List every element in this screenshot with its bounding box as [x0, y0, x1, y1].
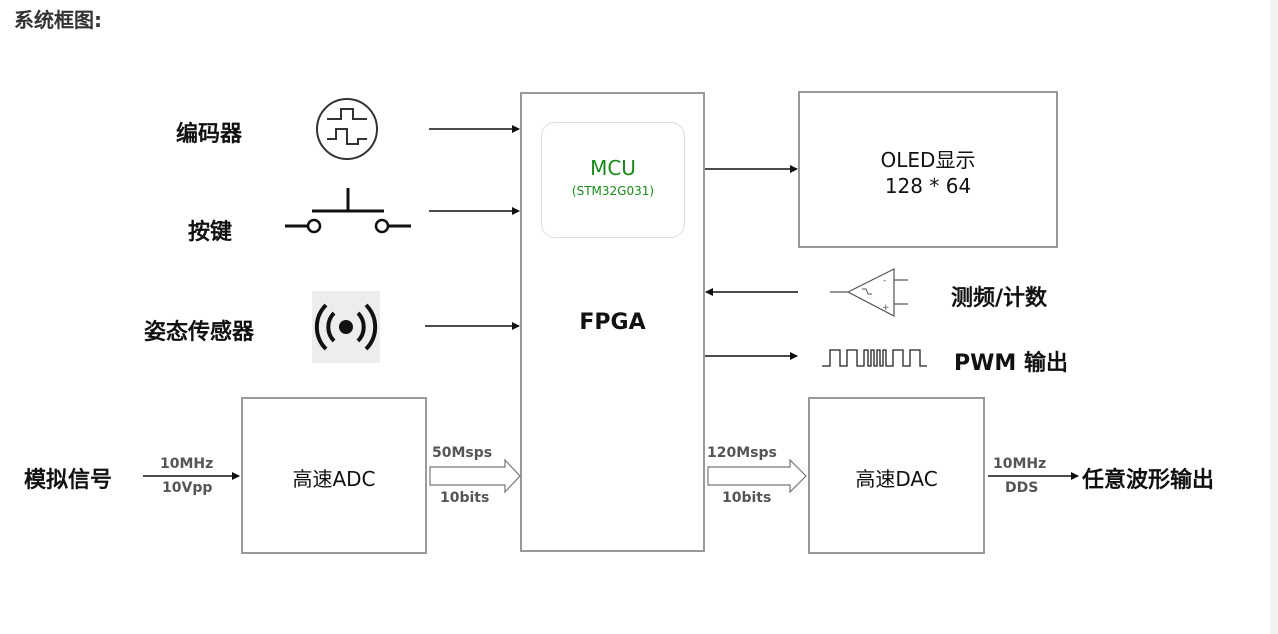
fpga-label: FPGA — [579, 310, 646, 335]
scrollbar[interactable] — [1270, 0, 1278, 634]
adc-box — [241, 397, 427, 554]
oled-line2: 128 * 64 — [884, 174, 972, 198]
svg-text:+: + — [882, 303, 890, 313]
mcu-part: (STM32G031) — [571, 184, 655, 198]
adc-link-top: 50Msps — [432, 445, 493, 461]
mcu-name: MCU — [590, 156, 636, 180]
dac-label: 高速DAC — [855, 467, 938, 491]
page-title: 系统框图: — [14, 8, 102, 32]
svg-text:-: - — [883, 276, 886, 286]
encoder-icon — [316, 98, 378, 160]
button-label: 按键 — [188, 220, 233, 245]
dds-link-bottom: DDS — [1005, 480, 1039, 496]
push-button-icon — [285, 188, 411, 234]
attitude-sensor-label: 姿态传感器 — [144, 320, 255, 345]
dac-link-bottom: 10bits — [722, 490, 772, 506]
arbitrary-output-label: 任意波形输出 — [1082, 468, 1215, 493]
adc-link-bottom: 10bits — [440, 490, 490, 506]
dds-link-top: 10MHz — [993, 456, 1047, 472]
pwm-waveform-icon — [822, 349, 927, 367]
oled-box — [798, 91, 1058, 248]
dac-bus-arrow — [707, 458, 807, 494]
sensor-broadcast-icon — [312, 291, 380, 363]
adc-bus-arrow — [429, 458, 521, 494]
dac-link-top: 120Msps — [707, 445, 777, 461]
mcu-box — [541, 122, 685, 238]
oled-line1: OLED显示 — [880, 148, 976, 172]
adc-label: 高速ADC — [292, 467, 376, 491]
analog-link-top: 10MHz — [160, 456, 214, 472]
dac-box — [808, 397, 985, 554]
comparator-icon: - + — [830, 268, 908, 317]
freq-counter-label: 测频/计数 — [951, 286, 1048, 311]
analog-signal-label: 模拟信号 — [24, 468, 113, 493]
pwm-output-label: PWM 输出 — [954, 351, 1068, 376]
analog-link-bottom: 10Vpp — [162, 480, 213, 496]
encoder-label: 编码器 — [176, 122, 243, 147]
